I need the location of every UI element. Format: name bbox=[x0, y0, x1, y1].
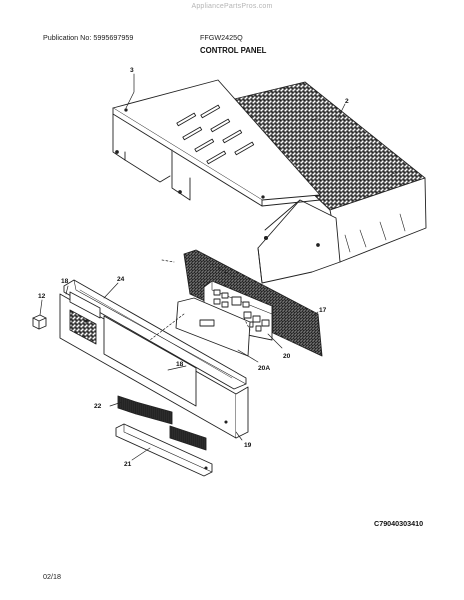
callout-2: 2 bbox=[345, 98, 349, 105]
callout-17: 17 bbox=[319, 307, 327, 314]
part-2-control-housing bbox=[217, 81, 427, 284]
callout-12: 12 bbox=[38, 293, 46, 300]
callout-21: 21 bbox=[124, 461, 132, 468]
callout-18b: 18 bbox=[176, 361, 184, 368]
part-18-trim-strip bbox=[69, 291, 101, 319]
leader-lines bbox=[39, 73, 346, 461]
part-22-vent-grille bbox=[117, 395, 207, 451]
part-20-control-board bbox=[203, 280, 273, 341]
section-title: CONTROL PANEL bbox=[200, 46, 267, 55]
callout-3: 3 bbox=[130, 67, 134, 74]
part-12-clip bbox=[32, 314, 47, 330]
site-watermark: AppliancePartsPros.com bbox=[191, 3, 273, 10]
figure-code: C79040303410 bbox=[374, 519, 424, 528]
callout-labels: 3 2 18 24 12 17 20 20A 18 22 19 21 bbox=[38, 67, 349, 468]
callout-22: 22 bbox=[94, 403, 102, 410]
callout-24: 24 bbox=[117, 276, 125, 283]
callout-18a: 18 bbox=[61, 278, 69, 285]
part-19-control-panel bbox=[59, 293, 249, 439]
callout-20a: 20A bbox=[258, 365, 270, 372]
publication-number: Publication No: 5995697959 bbox=[43, 33, 134, 42]
part-21-bottom-trim bbox=[115, 423, 213, 477]
part-20a-overlay bbox=[175, 297, 251, 357]
model-number: FFGW2425Q bbox=[200, 33, 243, 42]
revision-date: 02/18 bbox=[43, 572, 61, 581]
callout-19: 19 bbox=[244, 442, 252, 449]
part-3-top-cover bbox=[112, 79, 321, 207]
callout-20: 20 bbox=[283, 353, 291, 360]
